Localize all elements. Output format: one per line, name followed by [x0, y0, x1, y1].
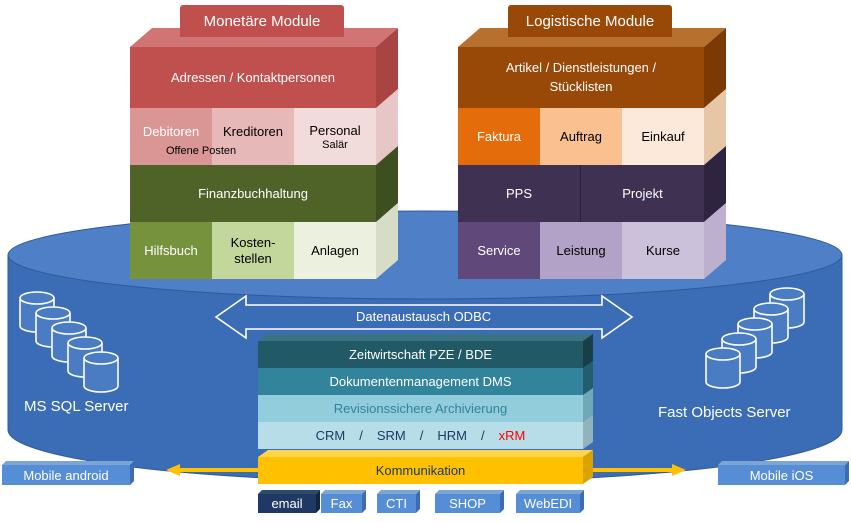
- module-service-label: Service: [477, 242, 521, 258]
- database-cylinders-right: [705, 287, 805, 389]
- channel-email-label: email: [271, 496, 303, 511]
- module-einkauf-label: Einkauf: [641, 128, 685, 144]
- module-hilfsbuch-label: Hilfsbuch: [144, 242, 198, 258]
- module-anlagen-label: Anlagen: [311, 242, 359, 258]
- stack-zeitwirtschaft-label: Zeitwirtschaft PZE / BDE: [348, 347, 493, 362]
- module-debitoren-label: Debitoren: [142, 123, 200, 139]
- channel-fax[interactable]: Fax: [321, 494, 362, 513]
- database-cylinders-left: [19, 291, 119, 393]
- channel-email[interactable]: email: [258, 494, 316, 513]
- module-pps-label: PPS: [505, 185, 532, 201]
- stack-archivierung-label: Revisionssichere Archivierung: [333, 401, 508, 416]
- stack-sep-3: /: [481, 428, 485, 443]
- fast-objects-server-label: Fast Objects Server: [658, 404, 791, 421]
- monetary-title-text: Monetäre Module: [203, 12, 321, 30]
- stack-dms[interactable]: Dokumentenmanagement DMS: [258, 368, 583, 395]
- module-auftrag-label: Auftrag: [560, 128, 602, 144]
- stack-xrm[interactable]: CRM / SRM / HRM / xRM: [258, 422, 583, 449]
- module-einkauf[interactable]: Einkauf: [622, 108, 704, 165]
- odbc-arrow: [214, 294, 634, 340]
- module-kreditoren-label: Kreditoren: [223, 123, 283, 139]
- stack-kommunikation[interactable]: Kommunikation: [258, 457, 583, 484]
- module-kostenstellen[interactable]: Kosten- stellen: [212, 222, 294, 279]
- mobile-ios-label: Mobile iOS: [749, 467, 814, 483]
- module-personal[interactable]: Personal Salär: [294, 108, 376, 165]
- stack-kommunikation-label: Kommunikation: [375, 463, 466, 478]
- module-hilfsbuch[interactable]: Hilfsbuch: [130, 222, 212, 279]
- module-pps[interactable]: PPS: [458, 165, 581, 222]
- stack-sep-1: /: [359, 428, 363, 443]
- module-leistung[interactable]: Leistung: [540, 222, 622, 279]
- monetary-title: Monetäre Module: [180, 5, 344, 37]
- module-debitoren[interactable]: Debitoren: [130, 108, 212, 165]
- module-kurse-label: Kurse: [646, 242, 680, 258]
- stack-dms-label: Dokumentenmanagement DMS: [329, 374, 512, 389]
- stack-sep-2: /: [419, 428, 424, 443]
- channel-fax-label: Fax: [330, 496, 353, 511]
- module-anlagen[interactable]: Anlagen: [294, 222, 376, 279]
- stack-archivierung[interactable]: Revisionssichere Archivierung: [258, 395, 583, 422]
- module-kostenstellen-label-2: stellen: [234, 250, 272, 266]
- module-salaer-label: Salär: [322, 138, 348, 151]
- mobile-ios[interactable]: Mobile iOS: [718, 465, 845, 485]
- offene-posten-label: Offene Posten: [166, 145, 237, 157]
- android-arrow: [166, 464, 258, 476]
- module-finanzbuchhaltung-label: Finanzbuchhaltung: [198, 185, 308, 201]
- module-faktura-label: Faktura: [476, 128, 522, 144]
- mobile-android[interactable]: Mobile android: [2, 465, 130, 485]
- channel-shop[interactable]: SHOP: [435, 494, 500, 513]
- stack-srm-label: SRM: [376, 428, 406, 443]
- channel-webedi[interactable]: WebEDI: [516, 494, 580, 513]
- module-leistung-label: Leistung: [556, 242, 606, 258]
- module-artikel-label-1: Artikel / Dienstleistungen /: [505, 60, 657, 75]
- stack-crm-label: CRM: [315, 428, 346, 443]
- module-service[interactable]: Service: [458, 222, 540, 279]
- channel-cti-label: CTI: [386, 496, 407, 511]
- stack-zeitwirtschaft[interactable]: Zeitwirtschaft PZE / BDE: [258, 341, 583, 368]
- logistic-title: Logistische Module: [508, 5, 672, 37]
- channel-cti[interactable]: CTI: [377, 494, 416, 513]
- module-artikel[interactable]: Artikel / Dienstleistungen / Stücklisten: [458, 47, 704, 108]
- module-projekt[interactable]: Projekt: [581, 165, 704, 222]
- stack-hrm-label: HRM: [437, 428, 467, 443]
- module-artikel-label-2: Stücklisten: [549, 79, 613, 94]
- odbc-label: Datenaustausch ODBC: [356, 309, 492, 324]
- ms-sql-server-label: MS SQL Server: [24, 398, 129, 415]
- channel-shop-label: SHOP: [449, 496, 486, 511]
- module-projekt-label: Projekt: [622, 185, 663, 201]
- channel-webedi-label: WebEDI: [523, 496, 573, 511]
- module-faktura[interactable]: Faktura: [458, 108, 540, 165]
- module-addresses-label: Adressen / Kontaktpersonen: [170, 69, 336, 85]
- module-personal-label: Personal: [309, 122, 361, 138]
- module-kostenstellen-label-1: Kosten-: [230, 234, 276, 250]
- module-kreditoren[interactable]: Kreditoren: [212, 108, 294, 165]
- module-kurse[interactable]: Kurse: [622, 222, 704, 279]
- logistic-title-text: Logistische Module: [525, 12, 655, 30]
- stack-xrm-label: xRM: [498, 428, 526, 443]
- module-auftrag[interactable]: Auftrag: [540, 108, 622, 165]
- module-finanzbuchhaltung[interactable]: Finanzbuchhaltung: [130, 165, 376, 222]
- module-addresses[interactable]: Adressen / Kontaktpersonen: [130, 47, 376, 108]
- mobile-android-label: Mobile android: [23, 467, 109, 483]
- ios-arrow: [592, 464, 686, 476]
